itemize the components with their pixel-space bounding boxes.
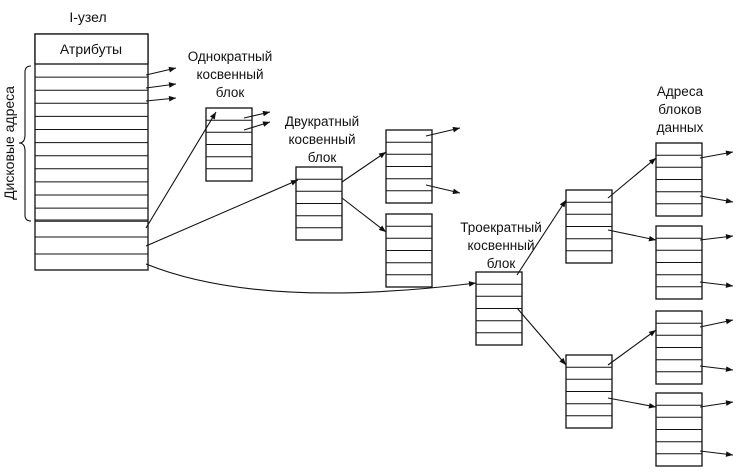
triple-indirect-block	[475, 271, 523, 346]
pointer-arrows	[145, 66, 734, 457]
data-block-addresses-label: Адреса блоков данных	[657, 84, 704, 135]
svg-text:косвенный: косвенный	[289, 132, 356, 147]
svg-text:данных: данных	[657, 120, 704, 135]
direct-pointer-arrow	[145, 66, 177, 76]
svg-text:блок: блок	[487, 256, 516, 271]
triple-to-level2-arrow	[516, 199, 567, 276]
double-indirect-block	[295, 166, 343, 241]
data-pointer-arrow	[699, 281, 734, 288]
single-indirect-label: Однократный косвенный блок	[188, 49, 273, 100]
svg-text:косвенный: косвенный	[468, 238, 535, 253]
triple-level2-to-data-arrow	[607, 229, 657, 242]
double-to-level2-arrow	[341, 151, 387, 183]
data-address-block-2	[655, 225, 703, 300]
svg-text:блоков: блоков	[658, 102, 701, 117]
data-pointer-arrow	[699, 318, 734, 328]
single-indirect-arrow	[145, 111, 217, 229]
single-block-pointer-arrow	[243, 121, 271, 131]
inode-title: I-узел	[69, 9, 106, 25]
double-level2-pointer-arrow	[425, 184, 461, 195]
direct-pointer-arrow	[145, 82, 177, 89]
data-pointer-arrow	[699, 150, 734, 159]
triple-to-level2-arrow	[516, 307, 567, 366]
data-pointer-arrow	[699, 234, 734, 241]
triple-level2-block-1	[565, 189, 613, 264]
triple-indirect-arrow	[145, 263, 477, 294]
single-indirect-block	[205, 107, 253, 182]
data-pointer-arrow	[699, 365, 734, 372]
svg-text:Двукратный: Двукратный	[285, 114, 359, 129]
data-pointer-arrow	[699, 450, 734, 457]
direct-pointer-arrow	[145, 95, 177, 102]
double-to-level2-arrow	[341, 197, 387, 233]
inode-address-rows	[35, 76, 148, 255]
indirect-blocks	[205, 107, 703, 467]
triple-indirect-label: Троекратный косвенный блок	[460, 220, 542, 271]
svg-text:Однократный: Однократный	[188, 49, 273, 64]
triple-level2-to-data-arrow	[607, 329, 657, 366]
disk-addresses-label: Дисковые адреса	[1, 86, 17, 200]
double-level2-block-2	[385, 213, 433, 288]
single-block-pointer-arrow	[243, 110, 271, 119]
data-pointer-arrow	[699, 400, 734, 408]
attributes-label: Атрибуты	[60, 41, 122, 57]
data-address-block-3	[655, 310, 703, 385]
double-indirect-label: Двукратный косвенный блок	[285, 114, 359, 165]
triple-level2-block-2	[565, 354, 613, 429]
double-level2-pointer-arrow	[425, 126, 461, 137]
double-level2-block-1	[385, 129, 433, 204]
svg-text:блок: блок	[308, 150, 337, 165]
data-address-block-1	[655, 142, 703, 217]
data-pointer-arrow	[699, 195, 734, 204]
inode-block: Атрибуты	[34, 33, 149, 271]
triple-level2-to-data-arrow	[607, 157, 657, 199]
disk-addresses-brace	[18, 65, 32, 222]
svg-text:блок: блок	[216, 85, 245, 100]
svg-text:Троекратный: Троекратный	[460, 220, 542, 235]
data-address-block-4	[655, 392, 703, 467]
triple-level2-to-data-arrow	[607, 397, 657, 409]
svg-text:Адреса: Адреса	[657, 84, 704, 99]
double-indirect-arrow	[145, 179, 299, 247]
svg-text:косвенный: косвенный	[197, 67, 264, 82]
